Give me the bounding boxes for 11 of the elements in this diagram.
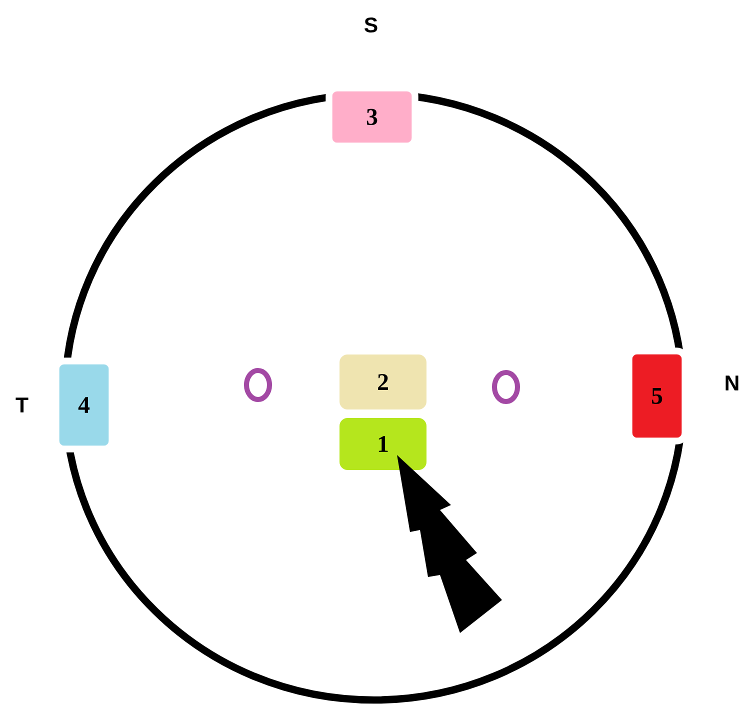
ring-marker (244, 368, 272, 402)
number-box: 2 (340, 354, 426, 410)
pole-label: S (364, 17, 378, 33)
arrow (397, 455, 502, 633)
pole-label: N (726, 376, 738, 390)
number-box: 4 (52, 358, 116, 452)
number-box: 3 (326, 84, 418, 150)
number-box: 1 (340, 418, 426, 470)
number-box: 5 (626, 348, 688, 444)
ring-marker (492, 370, 520, 404)
pole-label: T (16, 398, 28, 412)
